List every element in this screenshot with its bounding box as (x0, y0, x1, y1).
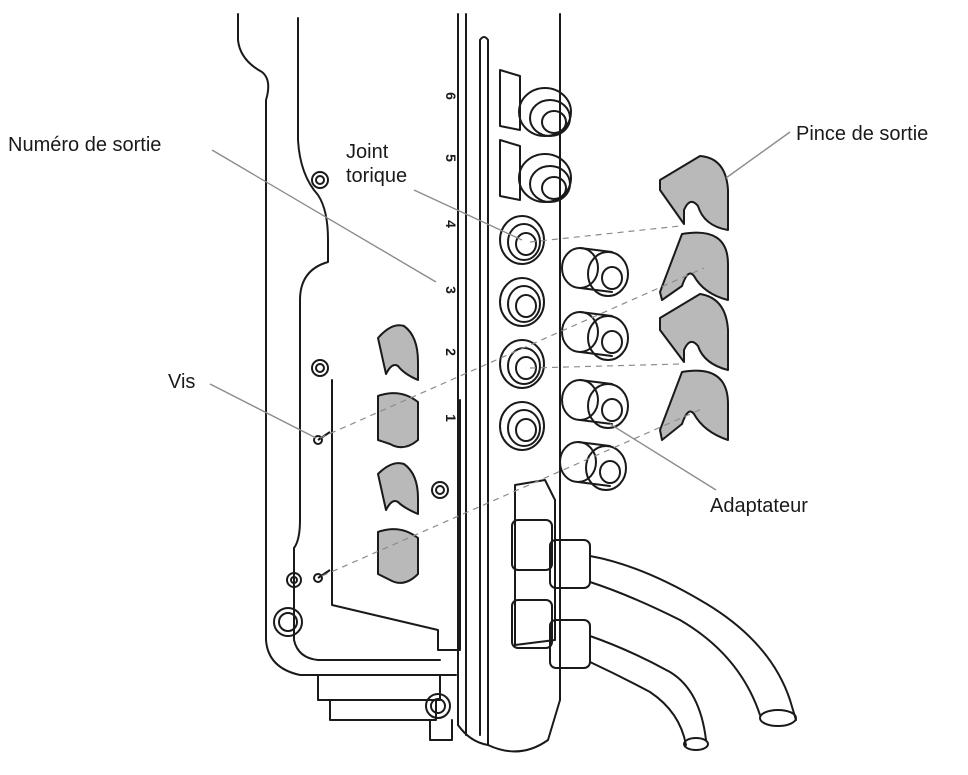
output-clip-left-bottom (377, 462, 419, 515)
housing-screw-hole (286, 572, 302, 588)
adapter-3 (561, 379, 629, 429)
port-number-label: 1 (443, 414, 459, 422)
housing-mount-hole (425, 693, 451, 719)
o-ring-port-3 (499, 277, 545, 327)
housing-bottom-foot (329, 699, 437, 721)
housing-screw-hole (431, 481, 449, 499)
leader-output-clamp (725, 131, 791, 179)
connector-port-5 (499, 139, 572, 203)
adapter-2 (561, 311, 629, 361)
cable-gland-lower (511, 599, 709, 751)
output-clip-left-top (377, 392, 419, 449)
output-clip-right-bottom (659, 369, 729, 441)
callout-output-clamp: Pince de sortie (796, 123, 929, 145)
callout-adapter: Adaptateur (710, 495, 808, 517)
output-clip-right-bottom (659, 293, 729, 371)
clip-recess (331, 379, 461, 651)
assembly-line (529, 363, 681, 369)
housing-mount-hole (273, 607, 303, 637)
port-number-label: 4 (443, 220, 459, 228)
callout-output-number: Numéro de sortie (8, 134, 162, 156)
output-clip-right-top (659, 155, 729, 231)
port-number-label: 3 (443, 286, 459, 294)
port-number-label: 6 (443, 92, 459, 100)
screw-lower (313, 573, 323, 583)
housing-screw-hole (311, 359, 329, 377)
o-ring-port-2 (499, 339, 545, 389)
screw-upper (313, 435, 323, 445)
callout-screw: Vis (168, 371, 196, 393)
port-number-label: 5 (443, 154, 459, 162)
housing-inner-outline (293, 17, 441, 661)
adapter-1 (561, 247, 629, 297)
output-clip-left-top (377, 324, 419, 381)
port-number-label: 2 (443, 348, 459, 356)
adapter-4 (559, 441, 627, 491)
cable-gland-upper (511, 479, 797, 727)
assembly-line (529, 225, 681, 243)
leader-screw (209, 383, 317, 439)
assembly-line (321, 407, 705, 577)
housing-screw-hole (311, 171, 329, 189)
leader-output-number (211, 149, 437, 283)
o-ring-port-1 (499, 401, 545, 451)
assembly-line (319, 267, 705, 439)
callout-o-ring: Joint torique (346, 140, 407, 188)
leader-adapter (609, 423, 717, 491)
callout-o-ring-line2: torique (346, 165, 408, 187)
leader-o-ring (413, 189, 523, 241)
housing-back-outline (237, 13, 457, 676)
output-clip-left-bottom (377, 528, 419, 584)
callout-o-ring-line1: Joint (346, 141, 389, 163)
connector-port-6 (499, 69, 572, 137)
housing-bottom-tab (317, 674, 441, 701)
output-clip-right-top (659, 231, 729, 301)
